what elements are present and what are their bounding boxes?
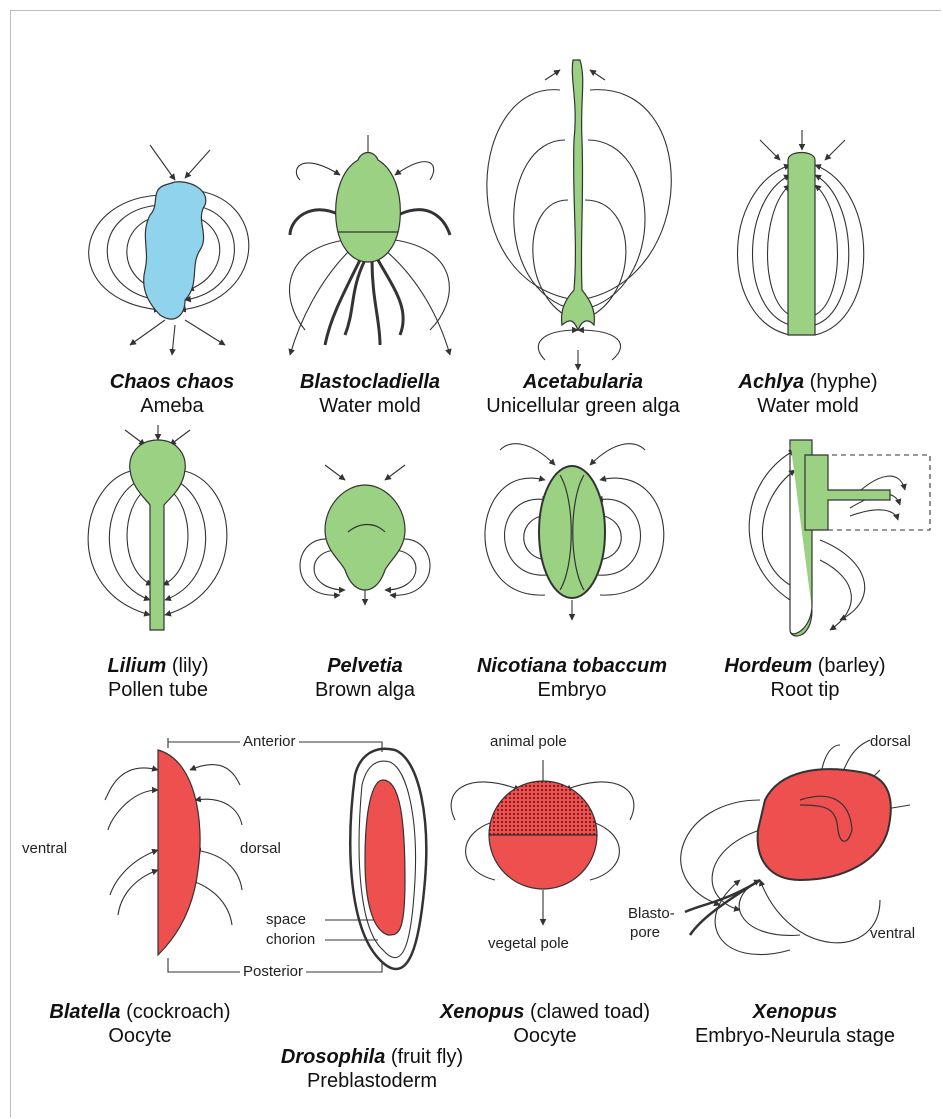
xenopus-neurula — [758, 769, 891, 880]
ameba-cell — [144, 182, 206, 319]
ventral-label: ventral — [22, 840, 67, 857]
label-blastocladiella: Blastocladiella Water mold — [275, 370, 465, 418]
label-lilium: Lilium (lily) Pollen tube — [78, 654, 238, 702]
label-acetabularia: Acetabularia Unicellular green alga — [468, 370, 698, 418]
label-achlya: Achlya (hyphe) Water mold — [718, 370, 898, 418]
chorion-label: chorion — [266, 931, 315, 948]
animal-pole-label: animal pole — [490, 733, 567, 750]
xenopus-vegetal-hemisphere — [489, 835, 597, 889]
xenopus-animal-hemisphere — [489, 781, 597, 835]
vegetal-pole-label: vegetal pole — [488, 935, 569, 952]
lilium-pollen-tube — [130, 440, 186, 630]
label-nicotiana: Nicotiana tobaccum Embryo — [462, 654, 682, 702]
drosophila-egg — [365, 780, 405, 935]
dorsal-label: dorsal — [240, 840, 281, 857]
acetabularia-cell — [562, 60, 595, 330]
neurula-ventral-label: ventral — [870, 925, 915, 942]
neurula-dorsal-label: dorsal — [870, 733, 911, 750]
blastopore-label-1: Blasto- — [628, 905, 675, 922]
label-drosophila: Drosophila (fruit fly) Preblastoderm — [262, 1045, 482, 1093]
label-xenopus-neurula: Xenopus Embryo-Neurula stage — [680, 1000, 910, 1048]
label-xenopus-oocyte: Xenopus (clawed toad) Oocyte — [420, 1000, 670, 1048]
hordeum-root-hair — [805, 455, 890, 530]
label-pelvetia: Pelvetia Brown alga — [290, 654, 440, 702]
blatella-oocyte — [158, 750, 200, 955]
posterior-label: Posterior — [240, 963, 306, 980]
label-blatella: Blatella (cockroach) Oocyte — [15, 1000, 265, 1048]
label-chaos-chaos: Chaos chaos Ameba — [82, 370, 262, 418]
pelvetia-zygote — [325, 485, 405, 590]
label-hordeum: Hordeum (barley) Root tip — [710, 654, 900, 702]
achlya-hypha — [788, 153, 815, 336]
blastopore-label-2: pore — [630, 924, 660, 941]
space-label: space — [266, 911, 306, 928]
blastocladiella-cell — [336, 153, 401, 263]
nicotiana-embryo — [539, 466, 605, 598]
anterior-label: Anterior — [240, 733, 299, 750]
